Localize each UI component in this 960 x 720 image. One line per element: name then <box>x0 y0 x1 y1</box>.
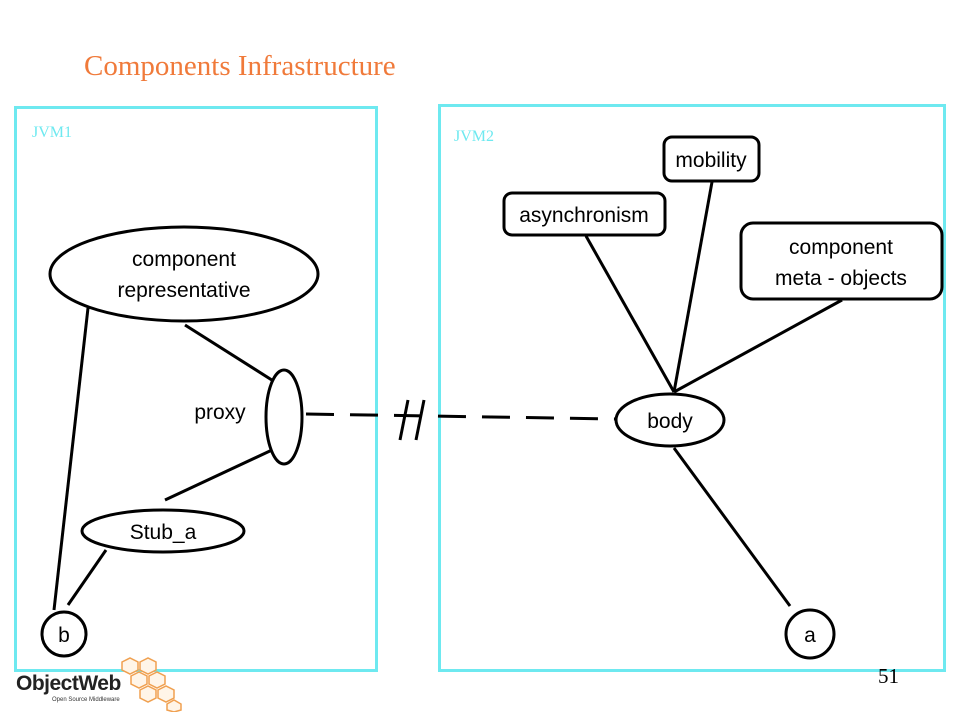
link-break-mark-2 <box>414 399 426 441</box>
edge-body-mobility <box>672 181 714 393</box>
proxy-node <box>264 368 304 466</box>
component-representative-label-1: component <box>132 248 236 271</box>
b-label: b <box>58 624 70 647</box>
a-label: a <box>804 624 816 647</box>
edge-representative-proxy <box>184 323 276 384</box>
body-label: body <box>647 410 693 433</box>
edge-body-a <box>672 447 792 607</box>
a-node <box>784 608 836 660</box>
page-number: 51 <box>878 664 899 688</box>
component-meta-objects-label-2: meta - objects <box>775 267 907 290</box>
component-representative-label-2: representative <box>117 279 250 302</box>
component-meta-objects-label-1: component <box>789 236 893 259</box>
asynchronism-label: asynchronism <box>519 204 649 227</box>
logo-tagline: Open Source Middleware <box>52 697 120 703</box>
remote-link <box>305 412 618 421</box>
jvm2-box <box>438 104 946 672</box>
component-meta-objects-node <box>739 221 944 301</box>
edge-representative-b <box>52 307 90 611</box>
component-representative-node <box>48 225 320 323</box>
slide-title: Components Infrastructure <box>84 50 396 82</box>
logo-hexagon-icon <box>121 657 182 712</box>
jvm1-box <box>14 106 378 672</box>
body-node <box>614 392 726 448</box>
edge-stub-b <box>66 549 108 606</box>
proxy-label: proxy <box>194 401 246 424</box>
edge-body-asynchronism <box>584 235 676 393</box>
link-break-mark-1 <box>398 399 410 441</box>
b-node <box>40 610 88 658</box>
edge-body-metaobjects <box>673 298 843 394</box>
stub-a-label: Stub_a <box>130 521 197 544</box>
edge-proxy-stub <box>164 448 273 502</box>
asynchronism-node <box>502 191 667 237</box>
jvm1-label: JVM1 <box>32 124 73 141</box>
mobility-node <box>662 135 761 183</box>
logo-wordmark: ObjectWeb <box>16 672 121 695</box>
stub-a-node <box>80 508 246 554</box>
jvm2-label: JVM2 <box>454 128 495 145</box>
mobility-label: mobility <box>675 149 747 172</box>
objectweb-logo: ObjectWeb Open Source Middleware <box>12 652 192 712</box>
